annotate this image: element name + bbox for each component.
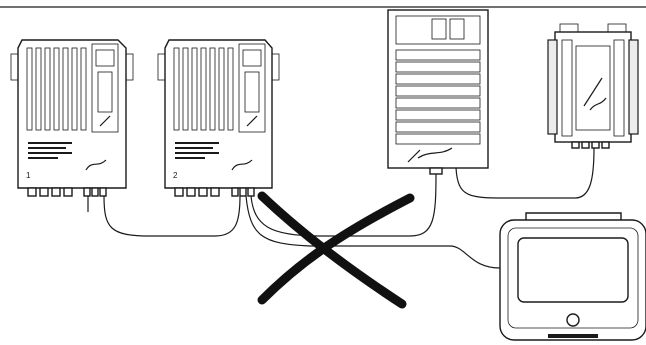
inverter-1-label-text [28,142,72,159]
cable-inverter1-inverter2 [103,195,241,237]
cross-out-icon [257,191,415,309]
display-knob [566,313,580,327]
inverter-2-heatsink [173,47,234,131]
network-cables [103,147,595,269]
cable-inverter2-display [245,195,501,269]
cable-inverter2-charger [250,173,437,237]
remote-display [499,212,646,341]
remote-module [547,23,639,149]
battery-charger [387,9,489,175]
inverter-1-marking: 1 [26,171,31,180]
display-screen [517,237,629,303]
remote-module-connectors [571,141,610,149]
inverter-2: 2 [157,39,280,197]
inverter-2-marking: 2 [173,171,178,180]
inverter-2-connectors [174,187,255,197]
cable-charger-module [455,147,595,199]
display-brand-plate [548,334,598,338]
inverter-1-heatsink [26,47,87,131]
inverter-1-connectors [27,187,107,212]
inverter-1: 1 [10,39,134,212]
inverter-2-label-text [175,142,219,159]
